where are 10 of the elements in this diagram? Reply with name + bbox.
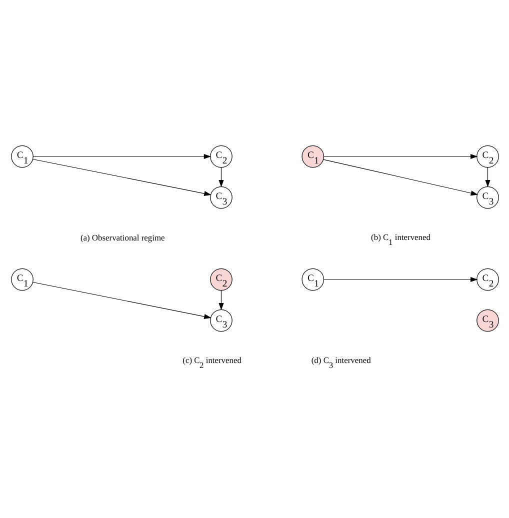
arrow [323, 276, 478, 282]
arrow [218, 290, 224, 310]
arrow [323, 154, 478, 160]
label: (a) Observational regime [80, 232, 164, 243]
arrow [32, 158, 211, 196]
arrow [32, 282, 211, 319]
arrow [218, 167, 224, 188]
arrow [322, 159, 478, 196]
arrow [32, 154, 211, 160]
arrow [484, 167, 490, 188]
